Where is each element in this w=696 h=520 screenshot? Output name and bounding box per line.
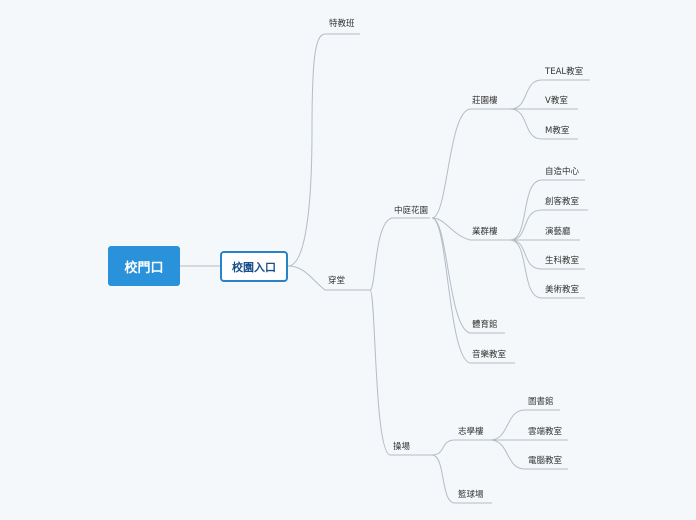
connector-yequn-art [509,239,585,299]
connector-courtyard-zhuang [431,108,510,219]
node-hallway[interactable]: 穿堂 [328,276,346,286]
node-m-room[interactable]: M教室 [545,126,570,136]
node-v-room[interactable]: V教室 [545,96,568,106]
connector-courtyard-music [431,217,515,364]
node-art-room[interactable]: 美術教室 [545,285,580,295]
node-zhi-xue[interactable]: 志學樓 [458,427,484,437]
connector-zhixue-computer [489,439,568,470]
node-special-class[interactable]: 特教班 [329,19,355,29]
node-basketball[interactable]: 籃球場 [458,490,484,500]
main-topic-campus-entrance[interactable]: 校園入口 [220,251,288,282]
connector-playground-zhixue [431,439,490,456]
node-library[interactable]: 圖書館 [528,397,554,407]
connector-zhuang-teal [509,79,590,110]
node-teal-room[interactable]: TEAL教室 [545,67,584,77]
node-playground[interactable]: 操場 [393,442,411,452]
node-ye-qun[interactable]: 業群樓 [472,227,498,237]
connector-yequn-maker [509,209,588,241]
main-topic-label: 校園入口 [232,260,276,274]
connector-yequn-biotech [509,239,585,270]
connector-zhuang-m [509,108,578,140]
connector-zhixue-library [489,409,560,441]
connector-hallway-courtyard [369,217,430,291]
node-cloud-room[interactable]: 雲端教室 [528,427,563,437]
root-topic-label: 校門口 [124,260,164,276]
connector-yequn-selfstudy [509,179,585,241]
node-music-room[interactable]: 音樂教室 [472,350,507,360]
node-computer-room[interactable]: 電腦教室 [528,456,563,466]
connector-main-hallway [287,265,370,291]
node-zhuang-yuan[interactable]: 莊園樓 [472,96,498,106]
node-biotech-room[interactable]: 生科教室 [545,256,580,266]
connector-courtyard-yequn [431,217,510,241]
connector-hallway-playground [369,289,432,456]
node-performance-hall[interactable]: 演藝廳 [545,227,571,237]
root-topic-school-gate[interactable]: 校門口 [108,246,180,286]
node-courtyard[interactable]: 中庭花園 [394,206,429,216]
connector-playground-basketball [431,454,492,504]
node-gym[interactable]: 體育館 [472,320,498,330]
node-maker-room[interactable]: 創客教室 [545,197,580,207]
node-self-study[interactable]: 自造中心 [545,167,580,177]
connector-main-special [287,33,360,267]
